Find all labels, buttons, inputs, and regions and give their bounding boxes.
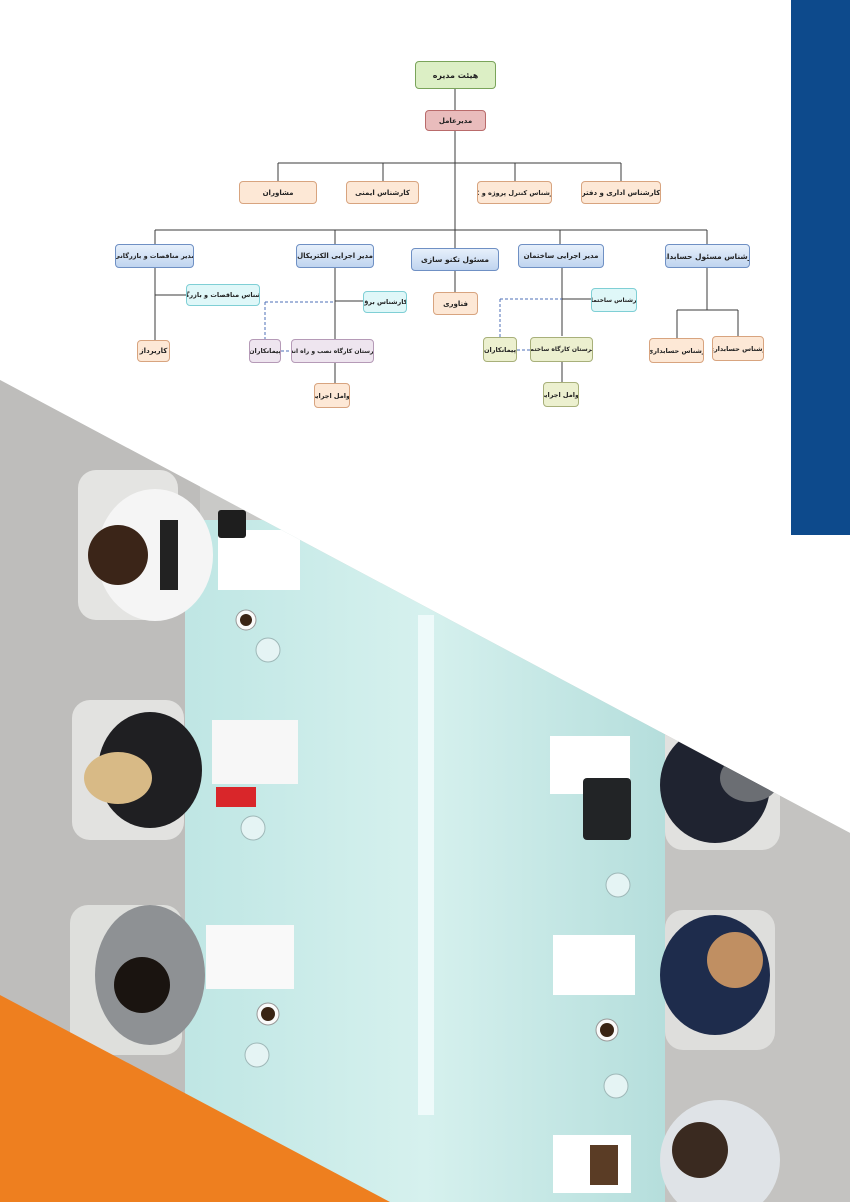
node-electrical-workers: عوامل اجرایی: [314, 383, 350, 408]
node-commerce-manager: مدیر مناقصات و بازرگانی: [115, 244, 194, 268]
node-electrical-manager: مدیر اجرایی الکتریکال: [296, 244, 374, 268]
node-ceo: مدیرعامل: [425, 110, 486, 131]
node-accounting-head: کارشناس مسئول حسابداری: [665, 244, 750, 268]
node-advisors: مشاوران: [239, 181, 317, 204]
node-board: هیئت مدیره: [415, 61, 496, 89]
blue-accent-bar: [791, 0, 850, 535]
node-tender-expert: کارشناس مناقصات و بازرگانی: [186, 284, 260, 306]
node-storekeeper: کاربرداز: [137, 340, 170, 362]
node-qc-expert: کارشناس کنترل پروژه و QC: [477, 181, 552, 204]
node-accountant-2: کارشناس حسابداری ۲: [649, 338, 704, 363]
node-safety-expert: کارشناس ایمنی: [346, 181, 419, 204]
node-accountant-1: کارشناس حسابداری1: [712, 336, 764, 361]
node-building-expert: کارشناس ساختمان: [591, 288, 637, 312]
node-construction-contractors: پیمانکاران: [483, 337, 517, 362]
node-construction-supervisor: سرپرستان کارگاه ساختمانی: [530, 337, 593, 362]
node-it: فناوری: [433, 292, 478, 315]
node-tech-manager: مسئول تکنو سازی: [411, 248, 499, 271]
node-electrical-supervisor: سرپرستان کارگاه نصب و راه اندازی: [291, 339, 374, 363]
orange-corner-triangle: [0, 995, 390, 1202]
node-electric-expert: کارشناس برق: [363, 291, 407, 313]
node-electrical-contractors: پیمانکاران: [249, 339, 281, 363]
node-construction-workers: عوامل اجرایی: [543, 382, 579, 407]
node-admin-expert: کارشناس اداری و دفتر: [581, 181, 661, 204]
node-construction-manager: مدیر اجرایی ساختمان: [518, 244, 604, 268]
